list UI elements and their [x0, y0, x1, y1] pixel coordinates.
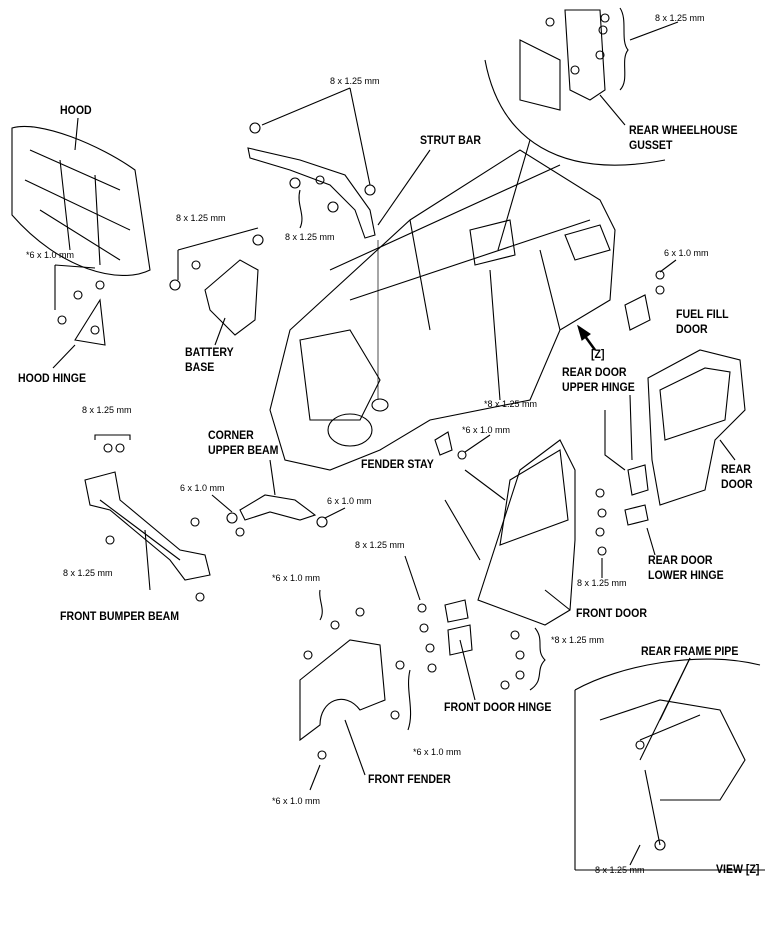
label-line: REAR WHEELHOUSE: [629, 123, 738, 137]
spec-bumper-top: 8 x 1.25 mm: [82, 405, 132, 415]
label-line: REAR DOOR: [562, 365, 627, 379]
label-front-door: FRONT DOOR: [576, 606, 647, 620]
label-line: CORNER: [208, 428, 254, 442]
spec-strut-bar-top: 8 x 1.25 mm: [330, 76, 380, 86]
label-line: UPPER BEAM: [208, 443, 279, 457]
label-rear-frame-pipe: REAR FRAME PIPE: [641, 644, 739, 658]
spec-corner-beam-left: 6 x 1.0 mm: [180, 483, 225, 493]
label-front-bumper-beam: FRONT BUMPER BEAM: [60, 609, 180, 623]
vehicle-body-drawing: [269, 139, 616, 471]
label-line: UPPER HINGE: [562, 380, 635, 394]
view-z-arrow: [577, 324, 597, 351]
label-line: DOOR: [676, 322, 708, 336]
label-line: GUSSET: [629, 138, 673, 152]
label-line: REAR: [721, 462, 751, 476]
spec-fender-bottom: *6 x 1.0 mm: [272, 796, 321, 806]
fuel-fill-door-drawing: [624, 259, 677, 331]
spec-fuel-fill-door: 6 x 1.0 mm: [664, 248, 709, 258]
spec-front-door-hinge-right: *8 x 1.25 mm: [551, 635, 605, 645]
spec-battery-base: 8 x 1.25 mm: [176, 213, 226, 223]
strut-bar-drawing: [247, 87, 431, 239]
hood-drawing: [11, 117, 151, 277]
spec-rear-frame-pipe: 8 x 1.25 mm: [595, 865, 645, 875]
label-hood: HOOD: [60, 103, 92, 117]
label-view-z: VIEW [Z]: [716, 862, 760, 876]
label-line: DOOR: [721, 477, 753, 491]
spec-corner-beam-right: 6 x 1.0 mm: [327, 496, 372, 506]
label-front-fender: FRONT FENDER: [368, 772, 451, 786]
fender-stay-drawing: [434, 431, 491, 460]
label-fender-stay: FENDER STAY: [361, 457, 434, 471]
spec-fender-right: *6 x 1.0 mm: [413, 747, 462, 757]
spec-hood-hinge: *6 x 1.0 mm: [26, 250, 75, 260]
label-view-z-marker: [Z]: [591, 347, 605, 361]
rear-frame-pipe-inset: [574, 657, 765, 871]
label-front-door-hinge: FRONT DOOR HINGE: [444, 700, 552, 714]
front-bumper-beam-drawing: [84, 434, 211, 602]
label-line: BASE: [185, 360, 215, 374]
label-line: REAR DOOR: [648, 553, 713, 567]
front-door-drawing: [477, 439, 576, 626]
label-hood-hinge: HOOD HINGE: [18, 371, 87, 385]
label-strut-bar: STRUT BAR: [420, 133, 482, 147]
label-line: LOWER HINGE: [648, 568, 724, 582]
spec-fender-top: *6 x 1.0 mm: [272, 573, 321, 583]
rear-door-drawing: [647, 349, 746, 506]
battery-base-drawing: [169, 227, 264, 346]
rear-hinges-drawing: [595, 394, 656, 578]
spec-rear-lower-hinge: 8 x 1.25 mm: [577, 578, 627, 588]
spec-strut-bar-bottom: 8 x 1.25 mm: [285, 232, 335, 242]
spec-body-center: *8 x 1.25 mm: [484, 399, 538, 409]
gusset-inset-drawing: [484, 7, 679, 166]
label-line: BATTERY: [185, 345, 234, 359]
front-door-hinge-drawing: [404, 469, 546, 701]
spec-bumper-bottom: 8 x 1.25 mm: [63, 568, 113, 578]
spec-gusset-bolts: 8 x 1.25 mm: [655, 13, 705, 23]
label-line: FUEL FILL: [676, 307, 729, 321]
hood-hinge-drawing: [52, 264, 106, 369]
spec-fender-stay: *6 x 1.0 mm: [462, 425, 511, 435]
corner-upper-beam-drawing: [211, 459, 346, 537]
spec-front-door-hinge-top: 8 x 1.25 mm: [355, 540, 405, 550]
front-fender-drawing: [299, 589, 412, 791]
